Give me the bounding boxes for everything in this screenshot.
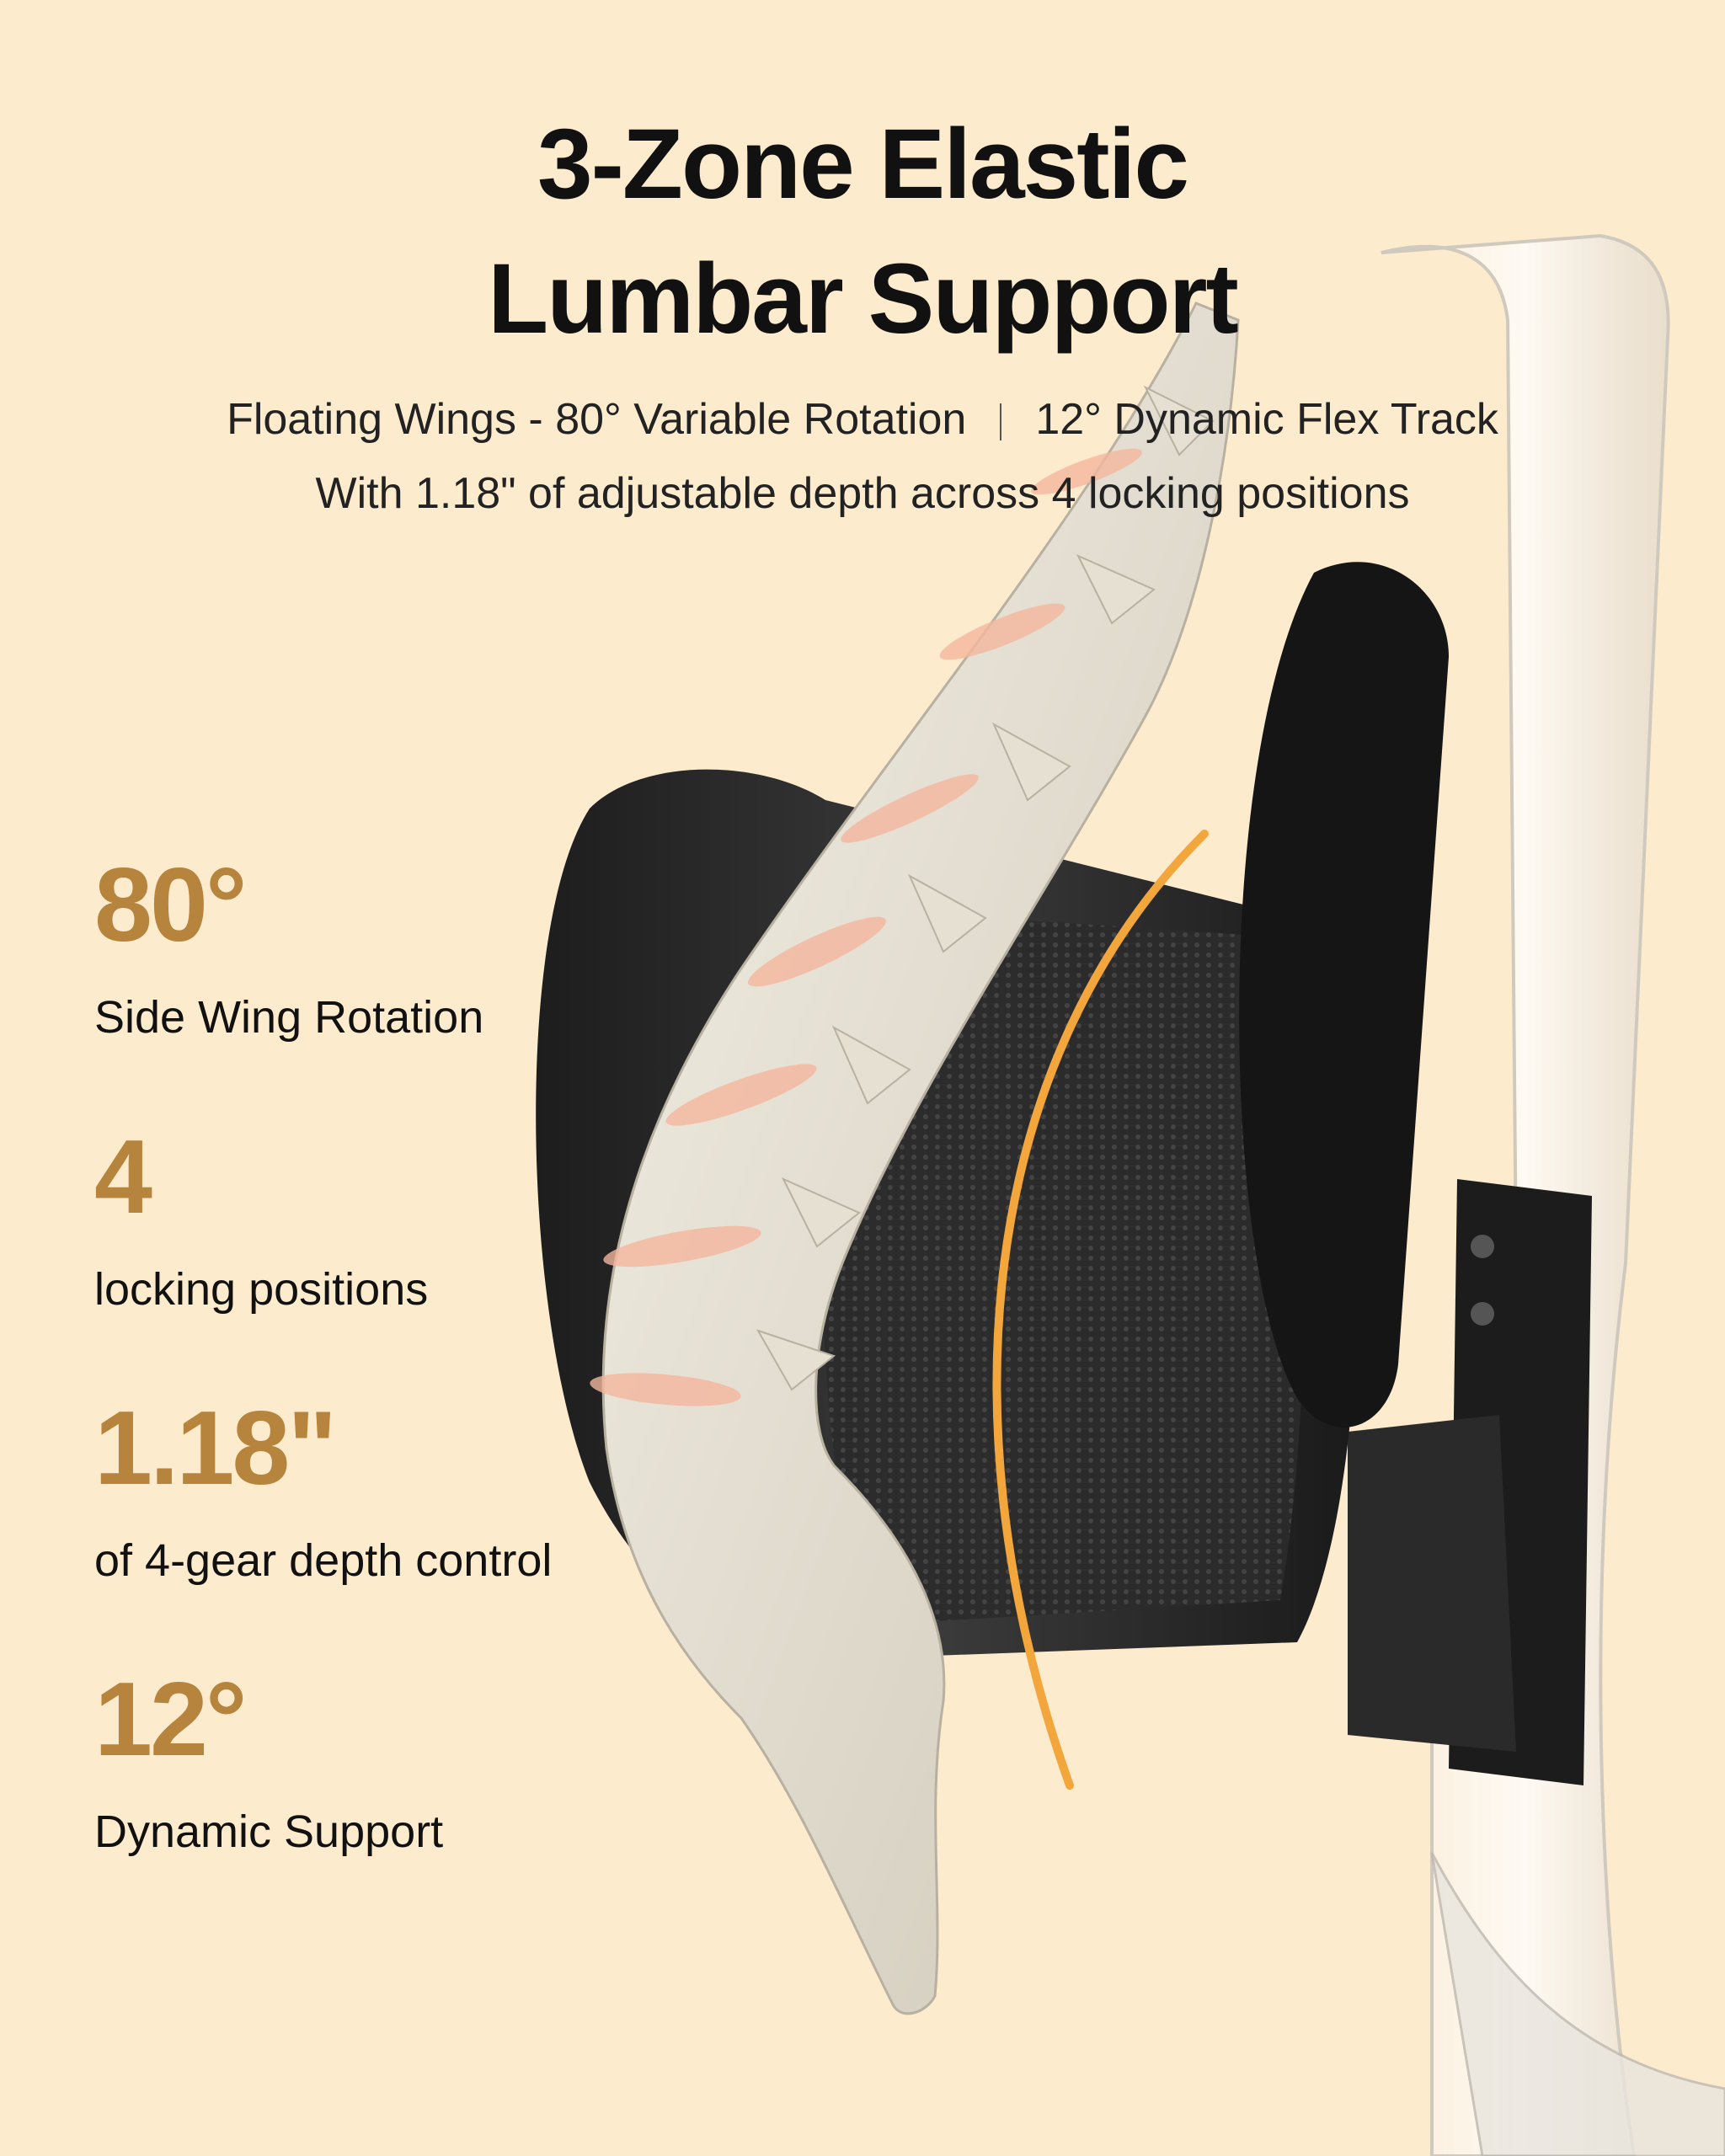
- stat-depth-control: 1.18" of 4-gear depth control: [94, 1394, 552, 1588]
- stat-value: 80°: [94, 847, 248, 963]
- subtitle-flex-track: 12° Dynamic Flex Track: [1035, 395, 1498, 444]
- stat-value: 4: [94, 1119, 152, 1235]
- flex-arc: [992, 830, 1209, 1790]
- stat-label: locking positions: [94, 1264, 429, 1315]
- spine-illustration: [590, 302, 1240, 2015]
- subtitle-line-1: Floating Wings - 80° Variable Rotation 12…: [0, 394, 1725, 445]
- stat-value: 12°: [94, 1662, 248, 1778]
- stat-side-wing-rotation: 80° Side Wing Rotation: [94, 851, 483, 1044]
- headline-line-1: 3-Zone Elastic: [537, 109, 1189, 220]
- subtitle-line-2: With 1.18" of adjustable depth across 4 …: [315, 469, 1410, 518]
- subtitle-floating-wings: Floating Wings - 80° Variable Rotation: [227, 395, 967, 444]
- stat-label: Side Wing Rotation: [94, 992, 484, 1043]
- headline-line-2: Lumbar Support: [488, 243, 1239, 355]
- chair-frame: [1348, 233, 1725, 2156]
- stat-locking-positions: 4 locking positions: [94, 1123, 428, 1316]
- subtitle-divider: [1000, 403, 1002, 441]
- stat-value: 1.18": [94, 1390, 337, 1507]
- stat-dynamic-support: 12° Dynamic Support: [94, 1665, 443, 1859]
- stat-label: Dynamic Support: [94, 1806, 444, 1857]
- stat-label: of 4-gear depth control: [94, 1535, 553, 1586]
